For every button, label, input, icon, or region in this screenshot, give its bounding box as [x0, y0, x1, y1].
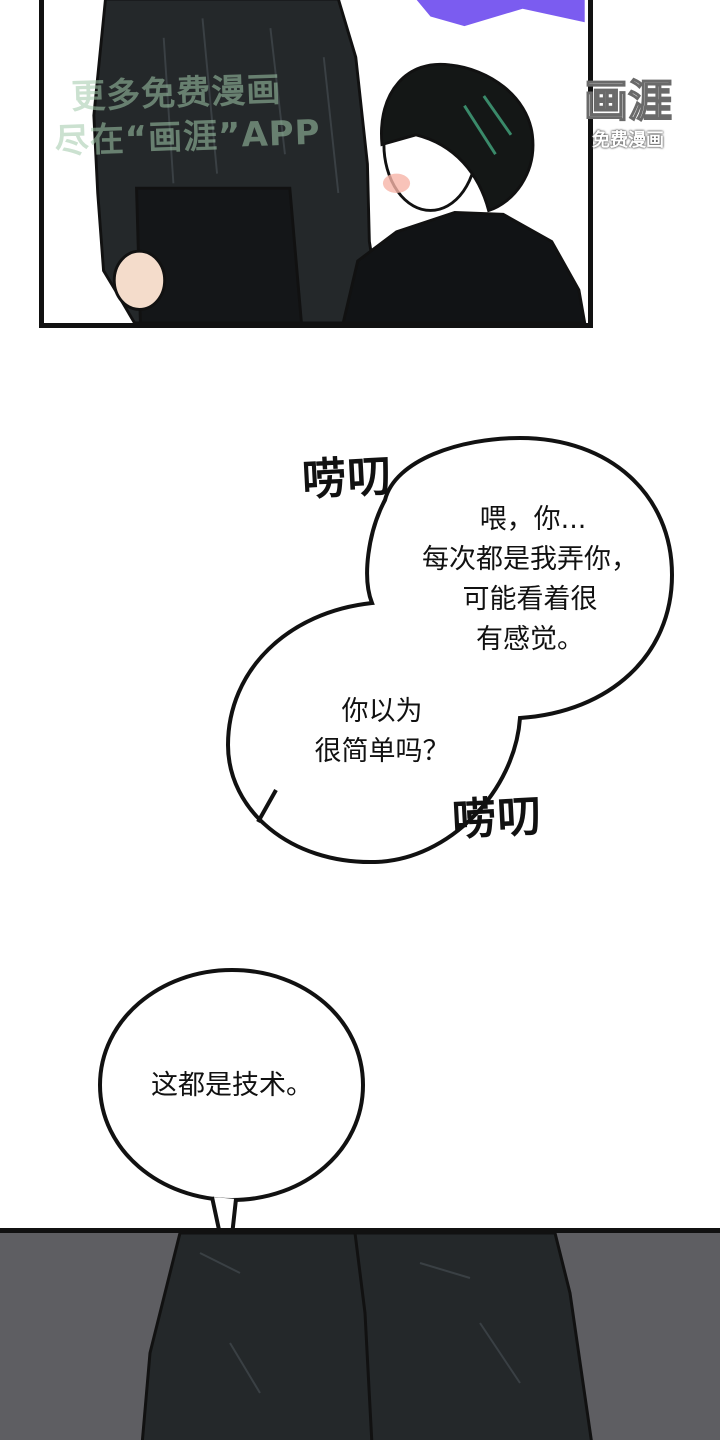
- speech-bubble-bottom: [97, 967, 366, 1203]
- watermark-logo: 画涯: [583, 76, 673, 127]
- blush: [382, 173, 411, 194]
- bubble-lower-line1: 你以为: [341, 696, 423, 727]
- bottom-comic-panel: [0, 1228, 720, 1440]
- panel-artwork: [92, 0, 587, 323]
- bubble-upper-line4: 有感觉。: [476, 624, 584, 655]
- bubble-upper-line1: 喂，你...: [479, 504, 587, 535]
- speech-bubble-upper-merged: [225, 435, 675, 865]
- bubble-upper-line2: 每次都是我弄你，: [422, 544, 638, 575]
- purple-background-shape: [416, 0, 585, 27]
- watermark-subtitle: 免费漫画: [592, 130, 664, 151]
- bubble-upper-text: 喂，你... 每次都是我弄你， 可能看着很 有感觉。: [380, 500, 680, 660]
- bubble-bottom-line1: 这都是技术。: [151, 1070, 313, 1101]
- bubble-lower-text: 你以为 很简单吗？: [282, 692, 482, 772]
- bubble-tail-mark: [256, 789, 278, 823]
- bubble-upper-line3: 可能看着很: [462, 584, 598, 615]
- bottom-panel-artwork: [0, 1233, 720, 1440]
- sfx-chatter-1: 唠叨: [300, 450, 394, 507]
- bubble-bottom-text: 这都是技术。: [132, 1066, 332, 1106]
- seated-figure-hair: [380, 62, 535, 213]
- bubble-lower-line2: 很简单吗？: [314, 736, 450, 767]
- seated-figure-sweater: [341, 210, 587, 323]
- sfx-chatter-2: 唠叨: [450, 790, 544, 847]
- hand: [112, 249, 167, 311]
- watermark-right: 画涯 免费漫画: [560, 76, 696, 152]
- top-comic-panel: 更多免费漫画 尽在“画涯”APP: [39, 0, 593, 328]
